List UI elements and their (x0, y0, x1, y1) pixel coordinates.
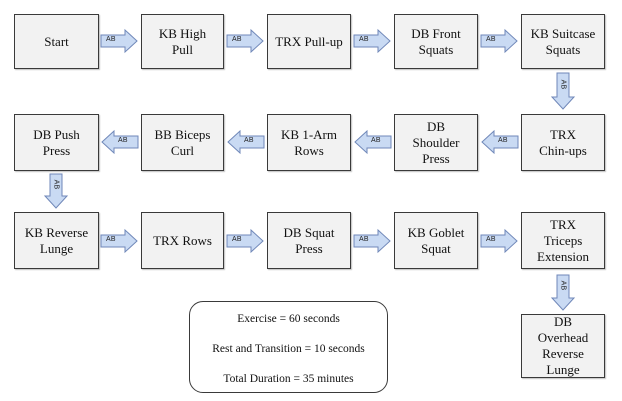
step-db-squat-press: DB Squat Press (267, 212, 351, 269)
arrow-label: AB (232, 36, 242, 43)
arrow-down: AB (43, 173, 69, 209)
arrow-label: AB (559, 79, 567, 90)
rest-transition-duration: Rest and Transition = 10 seconds (212, 343, 365, 355)
arrow-left: AB (101, 129, 139, 155)
arrow-label: AB (232, 236, 242, 243)
arrow-right: AB (226, 28, 264, 54)
step-kb-1-arm-rows: KB 1-Arm Rows (267, 114, 351, 171)
arrow-left: AB (481, 129, 519, 155)
arrow-label: AB (106, 236, 116, 243)
arrow-label: AB (118, 137, 128, 144)
arrow-right: AB (353, 228, 391, 254)
step-trx-chin-ups: TRX Chin-ups (521, 114, 605, 171)
total-duration: Total Duration = 35 minutes (223, 373, 354, 385)
arrow-label: AB (498, 137, 508, 144)
step-db-front-squats: DB Front Squats (394, 14, 478, 69)
step-kb-reverse-lunge: KB Reverse Lunge (14, 212, 99, 269)
step-trx-triceps-extension: TRX Triceps Extension (521, 212, 605, 269)
arrow-right: AB (480, 228, 518, 254)
step-db-overhead-reverse-lunge: DB Overhead Reverse Lunge (521, 314, 605, 378)
arrow-label: AB (244, 137, 254, 144)
arrow-label: AB (486, 236, 496, 243)
arrow-right: AB (100, 228, 138, 254)
step-bb-biceps-curl: BB Biceps Curl (141, 114, 224, 171)
arrow-label: AB (359, 236, 369, 243)
arrow-label: AB (486, 36, 496, 43)
arrow-label: AB (106, 36, 116, 43)
step-kb-suitcase-squats: KB Suitcase Squats (521, 14, 605, 69)
arrow-down: AB (550, 72, 576, 110)
arrow-right: AB (480, 28, 518, 54)
step-kb-high-pull: KB High Pull (141, 14, 224, 69)
arrow-left: AB (227, 129, 265, 155)
arrow-down: AB (550, 274, 576, 311)
arrow-right: AB (226, 228, 264, 254)
step-trx-pull-up: TRX Pull-up (267, 14, 351, 69)
step-db-push-press: DB Push Press (14, 114, 99, 171)
timing-info-box: Exercise = 60 seconds Rest and Transitio… (189, 301, 388, 393)
arrow-label: AB (559, 280, 567, 291)
arrow-right: AB (353, 28, 391, 54)
arrow-left: AB (354, 129, 392, 155)
exercise-duration: Exercise = 60 seconds (237, 313, 340, 325)
arrow-label: AB (371, 137, 381, 144)
step-trx-rows: TRX Rows (141, 212, 224, 269)
arrow-label: AB (52, 179, 60, 190)
step-kb-goblet-squat: KB Goblet Squat (394, 212, 478, 269)
step-start: Start (14, 14, 99, 69)
arrow-label: AB (359, 36, 369, 43)
arrow-right: AB (100, 28, 138, 54)
step-db-shoulder-press: DB Shoulder Press (394, 114, 478, 171)
